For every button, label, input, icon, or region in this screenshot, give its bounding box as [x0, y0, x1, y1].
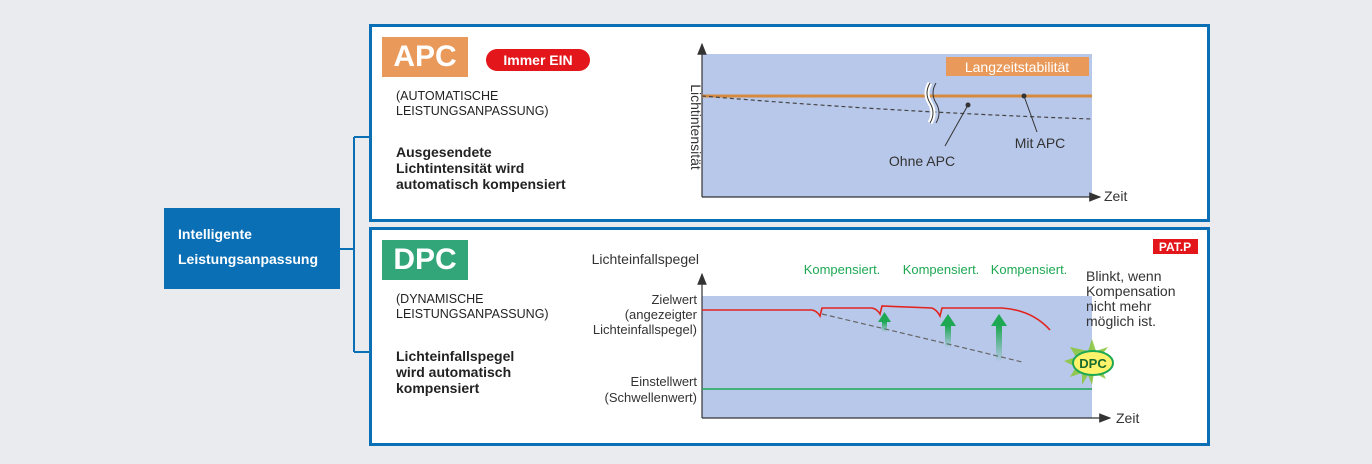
- with-apc-label: Mit APC: [1015, 135, 1066, 151]
- blink-line-2: Kompensation: [1086, 283, 1176, 299]
- compensated-label-3: Kompensiert.: [991, 262, 1068, 277]
- always-on-badge: Immer EIN: [486, 49, 590, 71]
- apc-panel: APC Immer EIN (AUTOMATISCHE LEISTUNGSANP…: [369, 24, 1210, 222]
- dpc-plot-area: [702, 296, 1092, 418]
- dpc-decay-line: [821, 313, 1023, 363]
- setting-line-1: Einstellwert: [631, 374, 698, 389]
- dpc-subtitle-line2: LEISTUNGSANPASSUNG): [396, 307, 549, 321]
- with-callout-line: [1023, 95, 1038, 133]
- compensation-arrows: [878, 312, 1007, 362]
- dpc-indicator-label: DPC: [1079, 356, 1107, 371]
- patent-label: PAT.P: [1159, 240, 1191, 254]
- apc-subtitle: (AUTOMATISCHE LEISTUNGSANPASSUNG): [396, 89, 606, 119]
- target-line-2: (angezeigter: [625, 307, 698, 322]
- without-apc-label: Ohne APC: [889, 153, 955, 169]
- smart-box-line1: Intelligente: [178, 226, 252, 242]
- target-line-3: Lichteinfallspegel): [593, 322, 697, 337]
- smart-box-line2: Leistungsanpassung: [178, 251, 319, 267]
- stability-label: Langzeitstabilität: [965, 59, 1069, 75]
- apc-desc-line3: automatisch kompensiert: [396, 176, 566, 192]
- without-callout-line: [944, 104, 969, 147]
- compensated-label-1: Kompensiert.: [804, 262, 881, 277]
- apc-desc-line2: Lichtintensität wird: [396, 160, 525, 176]
- apc-chart: Langzeitstabilität Ohne APC Mit APC Lich…: [688, 42, 1127, 204]
- apc-break-outline-2: [932, 82, 940, 124]
- dpc-badge: DPC: [382, 240, 468, 280]
- apc-desc-line1: Ausgesendete: [396, 144, 492, 160]
- blink-line-3: nicht mehr: [1086, 298, 1152, 314]
- blink-line-1: Blinkt, wenn: [1086, 268, 1161, 284]
- apc-decay-line: [701, 95, 1093, 120]
- target-line-1: Zielwert: [651, 292, 697, 307]
- dpc-x-label: Zeit: [1116, 410, 1139, 426]
- dpc-y-label: Lichteinfallspegel: [592, 251, 699, 267]
- apc-y-label: Lichtintensität: [688, 84, 704, 170]
- dpc-desc-line1: Lichteinfallspegel: [396, 348, 515, 364]
- dpc-desc-line2: wird automatisch: [396, 364, 512, 380]
- dpc-desc-line3: kompensiert: [396, 380, 480, 396]
- compensated-label-2: Kompensiert.: [903, 262, 980, 277]
- connector-bracket: [340, 136, 371, 353]
- patent-badge: [1153, 239, 1198, 254]
- blink-line-4: möglich ist.: [1086, 313, 1156, 329]
- dpc-subtitle: (DYNAMISCHE LEISTUNGSANPASSUNG): [396, 292, 606, 322]
- target-line: [702, 305, 1051, 331]
- apc-break-outline: [926, 82, 934, 124]
- apc-subtitle-line2: LEISTUNGSANPASSUNG): [396, 104, 549, 118]
- apc-subtitle-line1: (AUTOMATISCHE: [396, 89, 499, 103]
- apc-badge: APC: [382, 37, 468, 77]
- apc-plot-area: [702, 54, 1092, 197]
- dpc-description: Lichteinfallspegel wird automatisch komp…: [396, 348, 626, 396]
- dpc-subtitle-line1: (DYNAMISCHE: [396, 292, 484, 306]
- apc-x-label: Zeit: [1104, 188, 1127, 204]
- dpc-chart: DPC Kompensiert. Kompensiert. Kompensier…: [592, 239, 1198, 426]
- apc-description: Ausgesendete Lichtintensität wird automa…: [396, 144, 626, 192]
- setting-line-2: (Schwellenwert): [605, 390, 697, 405]
- dpc-blink-indicator: [1064, 339, 1114, 385]
- stability-label-bg: [946, 57, 1089, 76]
- dpc-panel: DPC (DYNAMISCHE LEISTUNGSANPASSUNG) Lich…: [369, 227, 1210, 446]
- smart-power-adjustment-box: Intelligente Leistungsanpassung: [164, 208, 340, 289]
